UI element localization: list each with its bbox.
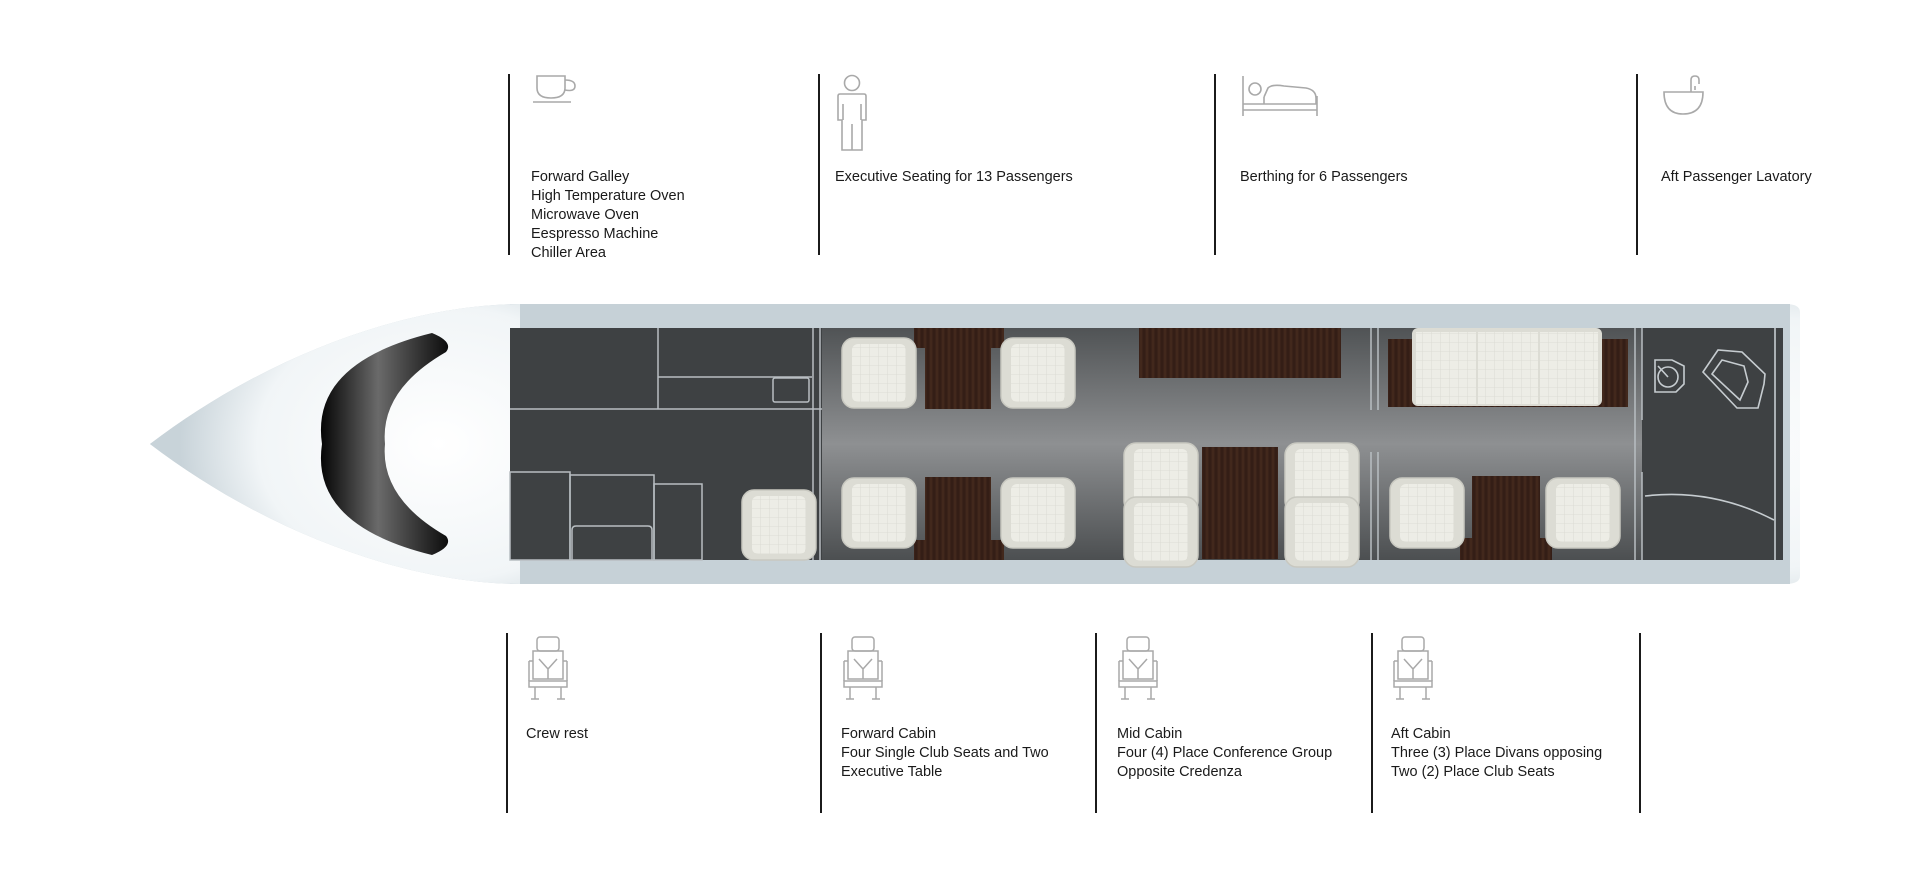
aft-cabin-line-1: Aft Cabin xyxy=(1391,726,1451,742)
crew-rest-line-1: Crew rest xyxy=(526,726,589,742)
callout-crew-rest: Crew rest xyxy=(507,633,807,813)
berthing-lines: Berthing for 6 Passengers xyxy=(1240,168,1408,187)
forward-galley-line-5: Chiller Area xyxy=(531,245,606,261)
crew-rest-lines: Crew rest xyxy=(526,725,588,744)
callout-forward-galley: Forward Galley High Temperature Oven Mic… xyxy=(509,74,809,261)
berthing-line-1: Berthing for 6 Passengers xyxy=(1240,169,1408,185)
forward-galley-lines: Forward Galley High Temperature Oven Mic… xyxy=(531,168,685,263)
aft-cabin-lines: Aft Cabin Three (3) Place Divans opposin… xyxy=(1391,725,1602,782)
callout-aft-lavatory: Aft Passenger Lavatory xyxy=(1637,74,1907,255)
executive-seating-line-1: Executive Seating for 13 Passengers xyxy=(835,169,1073,185)
callout-forward-cabin: Forward Cabin Four Single Club Seats and… xyxy=(821,633,1091,813)
executive-seating-lines: Executive Seating for 13 Passengers xyxy=(835,168,1073,187)
callout-mid-cabin: Mid Cabin Four (4) Place Conference Grou… xyxy=(1096,633,1366,813)
cockpit-windshield xyxy=(320,333,449,555)
seat-icon xyxy=(842,635,884,706)
aft-cabin-line-2: Three (3) Place Divans opposing xyxy=(1391,745,1603,761)
aft-cabin-line-3: Two (2) Place Club Seats xyxy=(1391,764,1555,780)
mid-cabin-line-2: Four (4) Place Conference Group xyxy=(1117,745,1333,761)
forward-cabin-line-2: Four Single Club Seats and Two xyxy=(841,745,1049,761)
forward-galley-line-3: Microwave Oven xyxy=(531,207,639,223)
aft-lavatory-lines: Aft Passenger Lavatory xyxy=(1661,168,1812,187)
forward-cabin-line-1: Forward Cabin xyxy=(841,726,937,742)
mid-cabin-lines: Mid Cabin Four (4) Place Conference Grou… xyxy=(1117,725,1332,782)
mid-cabin-line-1: Mid Cabin xyxy=(1117,726,1183,742)
forward-cabin-layout xyxy=(841,328,1076,560)
callout-aft-cabin: Aft Cabin Three (3) Place Divans opposin… xyxy=(1372,633,1634,813)
mid-cabin-line-3: Opposite Credenza xyxy=(1117,764,1242,780)
aft-lavatory-line-1: Aft Passenger Lavatory xyxy=(1661,169,1812,185)
person-icon xyxy=(835,74,869,157)
aft-lavatory-layout xyxy=(1644,328,1776,560)
forward-galley-line-4: Eespresso Machine xyxy=(531,226,659,242)
seat-icon xyxy=(527,635,569,706)
callout-rules xyxy=(506,74,1641,813)
bed-icon xyxy=(1240,74,1320,123)
callout-executive-seating: Executive Seating for 13 Passengers xyxy=(819,74,1199,255)
coffee-cup-icon xyxy=(531,74,581,111)
forward-galley-line-1: Forward Galley xyxy=(531,169,630,185)
washbasin-icon xyxy=(1661,74,1705,123)
mid-cabin-layout xyxy=(1123,328,1379,568)
seat-icon xyxy=(1117,635,1159,706)
forward-galley-line-2: High Temperature Oven xyxy=(531,188,685,204)
callout-berthing: Berthing for 6 Passengers xyxy=(1215,74,1615,255)
forward-cabin-line-3: Executive Table xyxy=(841,764,943,780)
forward-cabin-lines: Forward Cabin Four Single Club Seats and… xyxy=(841,725,1049,782)
seat-icon xyxy=(1392,635,1434,706)
aft-cabin-layout xyxy=(1388,328,1643,560)
